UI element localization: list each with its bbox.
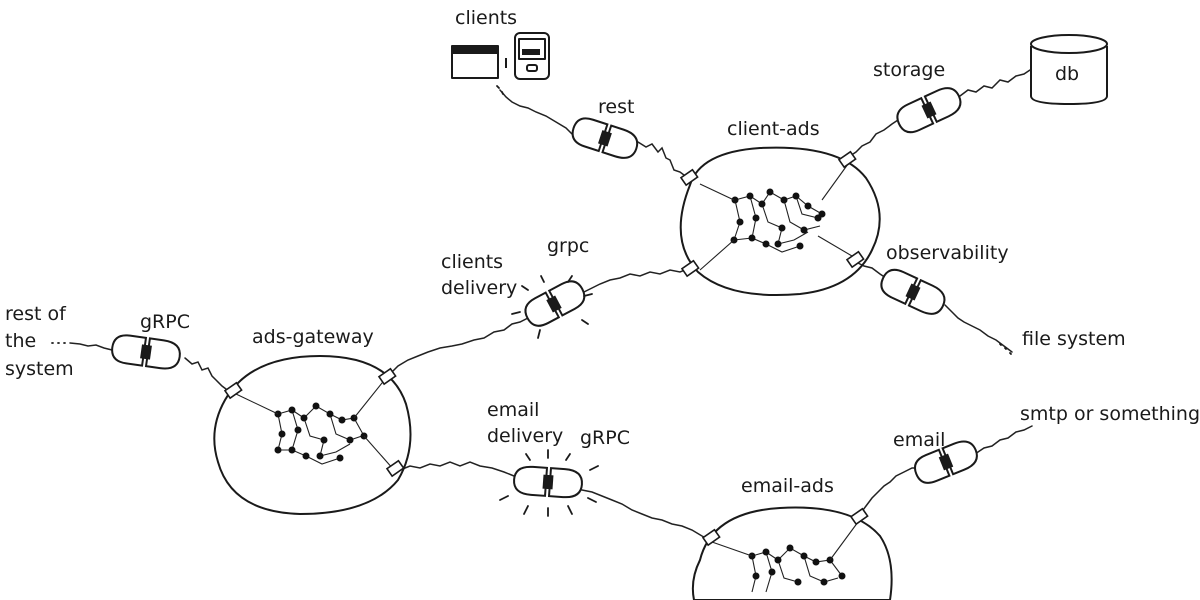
wires [69, 69, 1033, 541]
service-ads-gateway[interactable] [213, 355, 412, 515]
phone-icon [514, 32, 550, 80]
email-ads-internals [711, 521, 859, 593]
wire-email-smtp [974, 425, 1033, 455]
service-client-ads[interactable] [679, 146, 881, 297]
wire-emailads-email [859, 467, 919, 515]
port-gateway-clients[interactable] [377, 367, 397, 386]
port-gateway-email[interactable] [385, 459, 405, 478]
plug-grpc-gateway[interactable] [110, 333, 181, 370]
wire-clientads-observability [855, 261, 887, 279]
rest-of-system-line1: rest of [5, 303, 67, 325]
wire-system-grpc [69, 342, 113, 351]
plug-rest-label: rest [598, 96, 634, 118]
service-ads-gateway-label: ads-gateway [252, 326, 374, 348]
plug-storage[interactable] [893, 83, 965, 136]
plug-rest[interactable] [569, 115, 640, 162]
wire-clientads-storage [846, 119, 899, 159]
plug-grpc-email[interactable] [499, 449, 599, 517]
db-label: db [1055, 63, 1079, 85]
port-client-ads-grpc[interactable] [680, 259, 700, 278]
clients-delivery-line2: delivery [441, 277, 517, 299]
port-email-ads-grpc[interactable] [701, 528, 721, 547]
plug-grpc-clients-label: grpc [547, 235, 589, 257]
plug-email[interactable] [911, 437, 981, 487]
client-ads-internals [699, 163, 853, 271]
db-cylinder: db [1030, 34, 1108, 105]
plug-email-label: email [893, 429, 945, 451]
plug-observability-label: observability [886, 242, 1009, 264]
wire-clientads-grpc [577, 267, 691, 297]
clients-delivery-line1: clients [441, 251, 503, 273]
email-delivery-line2: delivery [487, 425, 563, 447]
wire-gateway-email [399, 461, 515, 477]
file-system-label: file system [1022, 328, 1126, 350]
wire-clients-rest [499, 89, 573, 135]
wire-observability-filesystem [944, 304, 1013, 353]
rest-of-system-line3: system [5, 358, 74, 380]
plug-observability[interactable] [877, 265, 949, 318]
plug-grpc-email-label: gRPC [580, 427, 630, 449]
clients-label: clients [455, 7, 517, 29]
service-client-ads-label: client-ads [727, 118, 820, 140]
plug-grpc-gateway-label: gRPC [140, 311, 190, 333]
clients-devices: clients [451, 7, 550, 80]
port-client-ads-storage[interactable] [837, 150, 857, 169]
wire-emailgrpc-emailads [581, 489, 711, 541]
wire-grpc-gateway [389, 317, 529, 375]
service-email-ads-label: email-ads [741, 475, 834, 497]
port-email-ads-email[interactable] [849, 507, 869, 526]
smtp-label: smtp or something [1020, 403, 1200, 425]
ads-gateway-internals [235, 377, 395, 471]
wire-rest-clientads [637, 141, 689, 179]
disconnect-rays-email [499, 449, 599, 517]
disconnect-rays-clients [511, 275, 593, 339]
email-delivery-line1: email [487, 399, 539, 421]
port-client-ads-observability[interactable] [845, 250, 865, 269]
port-gateway-grpc-in[interactable] [223, 381, 243, 400]
wire-grpc-gateway-left [184, 357, 231, 393]
service-email-ads[interactable] [691, 506, 893, 600]
rest-of-system-line2: the [5, 330, 36, 352]
port-client-ads-rest[interactable] [679, 168, 699, 187]
wire-storage-db [959, 69, 1031, 97]
plug-grpc-clients[interactable] [511, 275, 593, 339]
plug-storage-label: storage [873, 59, 945, 81]
browser-window-icon [451, 45, 499, 79]
dotted-ends [51, 85, 1012, 355]
